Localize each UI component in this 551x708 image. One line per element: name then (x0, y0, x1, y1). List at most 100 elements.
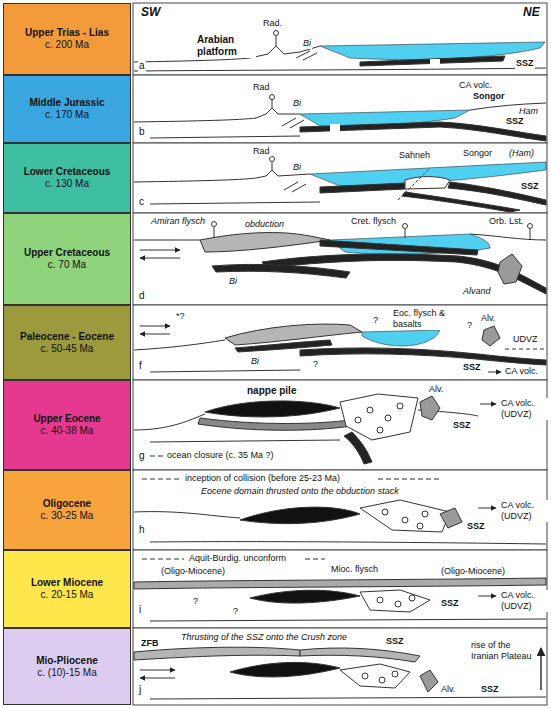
map-label: Eoc. flysch & basalts (392, 308, 466, 330)
map-label: Amiran flysch (150, 216, 206, 227)
map-label: CA volc. (504, 366, 539, 377)
flysch-marker (405, 229, 406, 238)
oceanic-crust (344, 432, 372, 464)
map-label: ? (232, 606, 239, 617)
conglomerate-clast (385, 415, 391, 421)
period-name: Upper Eocene (33, 413, 100, 425)
panel-frame (133, 143, 547, 213)
period-name: Middle Jurassic (29, 97, 104, 109)
map-label: Bi (292, 162, 302, 173)
period-name: Mio-Pliocene (36, 655, 98, 667)
thrust-sheet (134, 647, 300, 660)
radiolarite-marker (274, 31, 279, 36)
direction-arrow (478, 508, 496, 509)
period-box: Upper Trias - Liasc. 200 Ma (3, 3, 131, 75)
map-label: UDVZ (512, 334, 539, 345)
period-age: c. 200 Ma (45, 39, 89, 51)
period-box: Lower Miocenec. 20-15 Ma (3, 550, 131, 628)
map-label: (Oligo-Miocene) (440, 566, 506, 577)
radiolarite-marker (270, 157, 275, 162)
period-box: Upper Cretaceousc. 70 Ma (3, 213, 131, 305)
panel-frame (133, 305, 547, 380)
moho-line (150, 440, 340, 442)
conglomerate-clast (397, 403, 403, 409)
map-label: Rad (252, 146, 271, 157)
map-label: f (138, 360, 143, 372)
crust-gap (330, 124, 340, 133)
radiolarite-marker (272, 100, 273, 108)
crust-line (134, 512, 240, 518)
map-label: ocean closure (c. 35 Ma ?) (166, 450, 275, 461)
direction-arrow (140, 334, 170, 335)
moho-line (134, 68, 546, 71)
map-label: NE (522, 5, 541, 19)
map-label: j (138, 684, 142, 696)
period-name: Lower Miocene (31, 577, 103, 589)
crust-line (134, 414, 205, 430)
map-label: b (138, 126, 146, 138)
granite-body (482, 326, 500, 346)
nappe-pile (230, 662, 340, 677)
map-label: a (138, 60, 146, 72)
period-box: Lower Cretaceousc. 130 Ma (3, 143, 131, 213)
map-label: CA volc. (UDVZ) (500, 500, 548, 522)
map-label: *? (175, 311, 186, 322)
period-box: Mio-Pliocenec. (10)-15 Ma (3, 628, 131, 705)
map-label: Alv. (480, 313, 496, 324)
panel-frame (133, 213, 547, 305)
crust-line (134, 240, 200, 241)
dashed-marker (378, 479, 440, 480)
nappe-pile (250, 590, 360, 603)
bisotun-block (282, 118, 304, 128)
conglomerate-clast (362, 673, 368, 679)
map-label: SSZ (466, 521, 486, 532)
thrust-sheet (300, 648, 420, 662)
map-label: SSZ (520, 181, 540, 192)
period-box: Upper Eocenec. 40-38 Ma (3, 380, 131, 470)
map-label: CA volc. (UDVZ) (500, 590, 548, 612)
period-age: c. 40-38 Ma (41, 425, 94, 437)
map-label: Alvand (462, 286, 492, 297)
moho-line (150, 697, 546, 699)
eocene-domain (360, 500, 450, 532)
miocene-band (134, 578, 546, 589)
conglomerate-clast (355, 417, 361, 423)
map-label: CA volc. (UDVZ) (500, 398, 548, 420)
crust-gap (430, 59, 440, 67)
direction-arrow (488, 372, 501, 373)
granite-body (420, 396, 440, 420)
conglomerate-clast (377, 597, 383, 603)
ocean-basin (320, 42, 545, 60)
oceanic-crust (402, 192, 520, 212)
map-label: ? (372, 315, 379, 326)
map-label: Arabian platform (196, 34, 256, 58)
map-label: i (138, 604, 142, 616)
map-label: obduction (244, 219, 285, 230)
map-label: Bi (302, 38, 312, 49)
map-label: Sahneh (398, 150, 431, 161)
map-label: Bi (250, 356, 260, 367)
oceanic-crust (300, 348, 546, 365)
nappe-pile (240, 507, 360, 524)
moho-line (150, 202, 320, 204)
oceanic-crust (360, 56, 505, 66)
radiolarite-marker (270, 95, 275, 100)
map-label: Rad (252, 82, 271, 93)
map-label: Alv. (440, 684, 456, 695)
conglomerate-clast (395, 601, 401, 607)
period-age: c. 170 Ma (45, 109, 89, 121)
direction-arrow (480, 404, 496, 405)
map-label: CA volc. (458, 80, 493, 91)
map-label: rise of the Iranian Plateau (470, 640, 534, 662)
eocene-domain (340, 664, 410, 688)
map-label: SSZ (440, 598, 460, 609)
direction-arrow (140, 326, 170, 327)
map-label: Songor (472, 91, 506, 102)
conglomerate-clast (382, 509, 388, 515)
map-label: Alv. (428, 384, 444, 395)
bisotun-block (284, 182, 306, 192)
map-label: Rad. (262, 18, 283, 29)
map-label: Bi (292, 98, 302, 109)
uplift-arrow (540, 648, 542, 690)
obduction-nappe (200, 233, 330, 252)
